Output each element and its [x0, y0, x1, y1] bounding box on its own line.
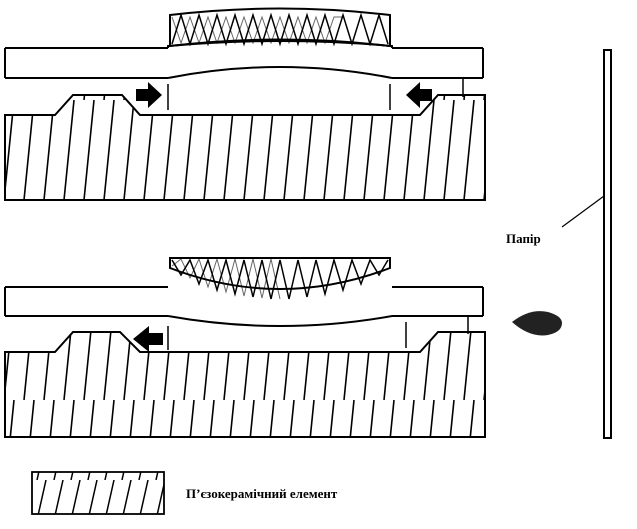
membrane-plate-bottom	[4, 286, 484, 334]
legend-label: П’єзокерамічний елемент	[186, 486, 338, 501]
top-state	[4, 7, 486, 201]
paper-leader-line	[561, 195, 605, 228]
piezo-base-bottom	[4, 331, 486, 438]
piezo-element-bottom	[169, 257, 391, 300]
legend: П’єзокерамічний елемент	[31, 471, 338, 515]
paper-label: Папір	[506, 231, 541, 246]
droplet-icon	[512, 311, 562, 336]
legend-swatch	[31, 471, 165, 515]
arrow-right-icon	[136, 82, 162, 108]
bottom-state	[4, 257, 562, 438]
arrow-left-icon	[406, 82, 432, 108]
arrow-left-icon	[133, 326, 163, 352]
membrane-plate-top	[4, 40, 484, 97]
piezo-base-top	[4, 94, 486, 201]
paper-sheet	[603, 49, 612, 439]
